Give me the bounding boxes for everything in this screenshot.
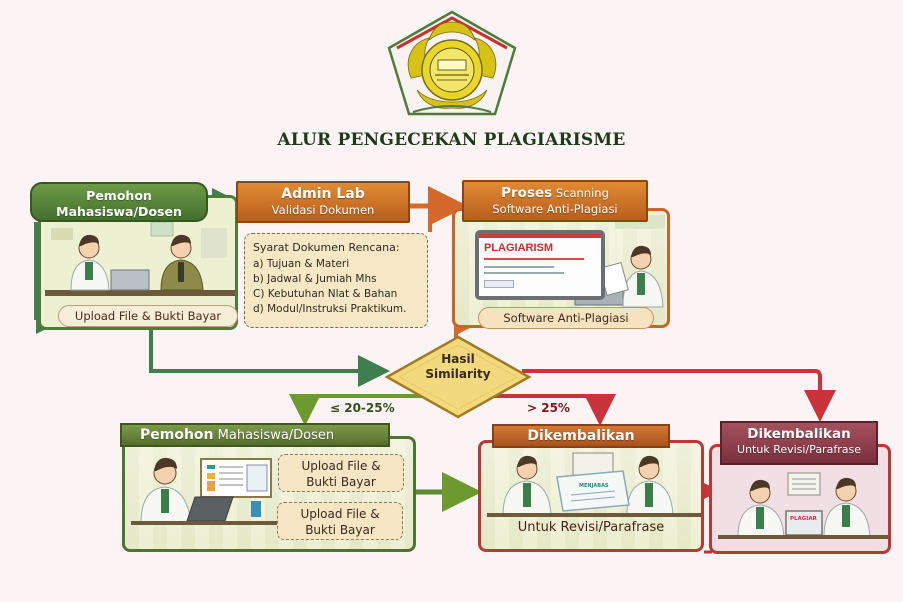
step3-title-rest: Scanning	[552, 186, 609, 200]
document-return-illustration: MENJABAS	[487, 452, 701, 517]
decision-diamond	[384, 335, 532, 419]
applicant-consultation-illustration	[45, 221, 235, 296]
step3-header: Proses Scanning Software Anti-Plagiasi	[462, 180, 648, 222]
step3-subtitle: Software Anti-Plagiasi	[492, 202, 618, 216]
document-label: MENJABAS	[579, 483, 609, 489]
threshold-low-label: ≤ 20-25%	[330, 401, 395, 415]
requirement-item: C) Kebutuhan Nlat & Bahan	[253, 288, 398, 300]
step1-upload-label: Upload File & Bukti Bayar	[58, 305, 238, 327]
step2-requirements-card: Syarat Dokumen Rencana: a) Tujuan & Mate…	[244, 233, 428, 328]
step5-panel: MENJABAS	[478, 440, 704, 552]
revision-review-illustration: PLAGIAR	[718, 472, 888, 539]
step1-subtitle: Mahasiswa/Dosen	[56, 204, 182, 219]
step2-header: Admin Lab Validasi Dokumen	[236, 181, 410, 223]
requirement-item: d) Modul/Instruksi Praktikum.	[253, 303, 407, 315]
step4-title-bold: Pemohon	[140, 427, 214, 443]
step3-software-label: Software Anti-Plagiasi	[478, 307, 654, 329]
applicant-upload-illustration	[131, 457, 281, 525]
tablet-label: PLAGIAR	[790, 516, 818, 522]
upload-card-line1: Upload File &	[301, 459, 381, 473]
step1-header: Pemohon Mahasiswa/Dosen	[30, 182, 208, 222]
decision-line2: Similarity	[425, 367, 491, 381]
requirement-item: a) Tujuan & Materi	[253, 258, 350, 270]
requirements-title: Syarat Dokumen Rencana:	[253, 241, 400, 254]
step5-header: Dikembalikan	[492, 424, 670, 448]
step4-title-rest: Mahasiswa/Dosen	[213, 428, 335, 443]
step2-title: Admin Lab	[281, 186, 365, 202]
step2-subtitle: Validasi Dokumen	[271, 203, 375, 217]
arrow-step1-to-decision	[149, 328, 390, 387]
threshold-high-label: > 25%	[527, 401, 570, 415]
upload-card-line2: Bukti Bayar	[305, 523, 375, 537]
upload-card-line2: Bukti Bayar	[306, 475, 376, 489]
page-title: ALUR PENGECEKAN PLAGIARISME	[277, 130, 626, 150]
decision-label: Hasil Similarity	[383, 352, 533, 382]
upload-card-2: Upload File & Bukti Bayar	[277, 502, 403, 540]
upload-card-line1: Upload File &	[300, 507, 380, 521]
plagiarism-monitor: PLAGIARISM	[475, 230, 605, 300]
upload-card-1: Upload File & Bukti Bayar	[278, 454, 404, 492]
decision-line1: Hasil	[441, 352, 475, 366]
step4-header: Pemohon Mahasiswa/Dosen	[120, 423, 390, 447]
step5-subtitle: Untuk Revisi/Parafrase	[517, 520, 665, 535]
requirement-item: b) Jadwal & Jumiah Mhs	[253, 273, 377, 285]
step6-subtitle: Untuk Revisi/Parafrase	[737, 443, 861, 456]
monitor-screen-title: PLAGIARISM	[484, 242, 554, 254]
step1-title: Pemohon	[86, 188, 152, 203]
university-emblem-icon	[387, 10, 517, 116]
step3-title-bold: Proses	[501, 185, 553, 201]
step6-title: Dikembalikan	[747, 426, 851, 442]
step6-header: Dikembalikan Untuk Revisi/Parafrase	[720, 421, 878, 465]
